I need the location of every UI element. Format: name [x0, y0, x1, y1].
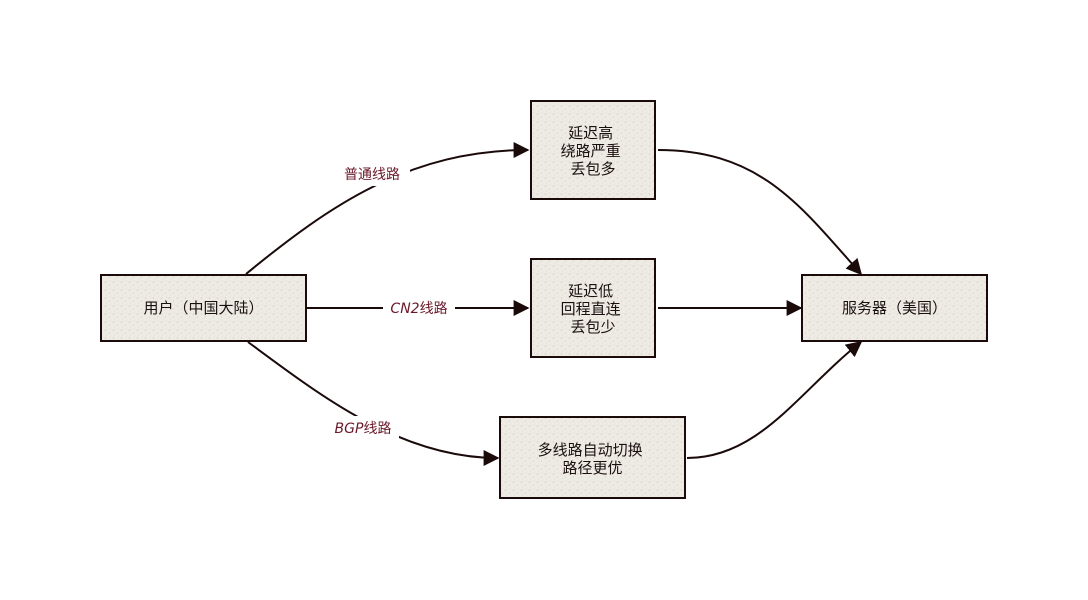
node-cn2-route-text: 延迟低 回程直连 丢包少	[561, 282, 626, 336]
node-server-line: 服务器（美国）	[842, 299, 947, 317]
label-normal-route-text: 普通线路	[344, 167, 400, 183]
node-server-text: 服务器（美国）	[842, 299, 947, 317]
edge-user-to-bgp-line	[247, 341, 500, 466]
node-server: 服务器（美国）	[801, 274, 988, 342]
node-bgp-route-line: 路径更优	[562, 459, 622, 477]
edge-user-to-normal	[245, 142, 530, 275]
label-bgp-route: BGP线路	[327, 416, 399, 440]
label-bgp-route-suffix: 线路	[363, 421, 391, 437]
edge-normal-to-server	[657, 149, 863, 276]
edge-user-to-normal-line	[245, 142, 530, 275]
node-normal-route-line: 延迟高	[568, 124, 613, 142]
edge-bgp-to-server-line	[686, 341, 863, 459]
label-normal-route: 普通线路	[334, 162, 410, 186]
node-bgp-route: 多线路自动切换 路径更优	[499, 416, 686, 499]
node-cn2-route-line: 丢包少	[570, 318, 615, 336]
edge-user-to-bgp	[247, 341, 500, 466]
edge-bgp-to-server	[686, 341, 863, 459]
node-bgp-route-text: 多线路自动切换 路径更优	[538, 441, 648, 477]
node-normal-route-text: 延迟高 绕路严重 丢包多	[561, 124, 626, 178]
label-cn2-route: CN2线路	[383, 296, 455, 320]
label-bgp-route-prefix: BGP	[335, 421, 364, 437]
node-normal-route-line: 绕路严重	[561, 142, 621, 160]
node-normal-route-line: 丢包多	[570, 160, 615, 178]
node-cn2-route-line: 延迟低	[568, 282, 613, 300]
node-user: 用户（中国大陆）	[100, 274, 307, 342]
node-normal-route: 延迟高 绕路严重 丢包多	[530, 100, 656, 200]
label-bgp-route-text: BGP线路	[335, 421, 392, 437]
label-cn2-route-prefix: CN2	[390, 301, 419, 317]
node-user-line: 用户（中国大陆）	[143, 299, 263, 317]
edge-normal-to-server-line	[657, 149, 863, 276]
node-user-text: 用户（中国大陆）	[143, 299, 263, 317]
node-bgp-route-line: 多线路自动切换	[538, 441, 643, 459]
node-cn2-route: 延迟低 回程直连 丢包少	[530, 258, 656, 358]
label-cn2-route-text: CN2线路	[390, 301, 447, 317]
node-cn2-route-line: 回程直连	[561, 300, 621, 318]
label-cn2-route-suffix: 线路	[420, 301, 448, 317]
